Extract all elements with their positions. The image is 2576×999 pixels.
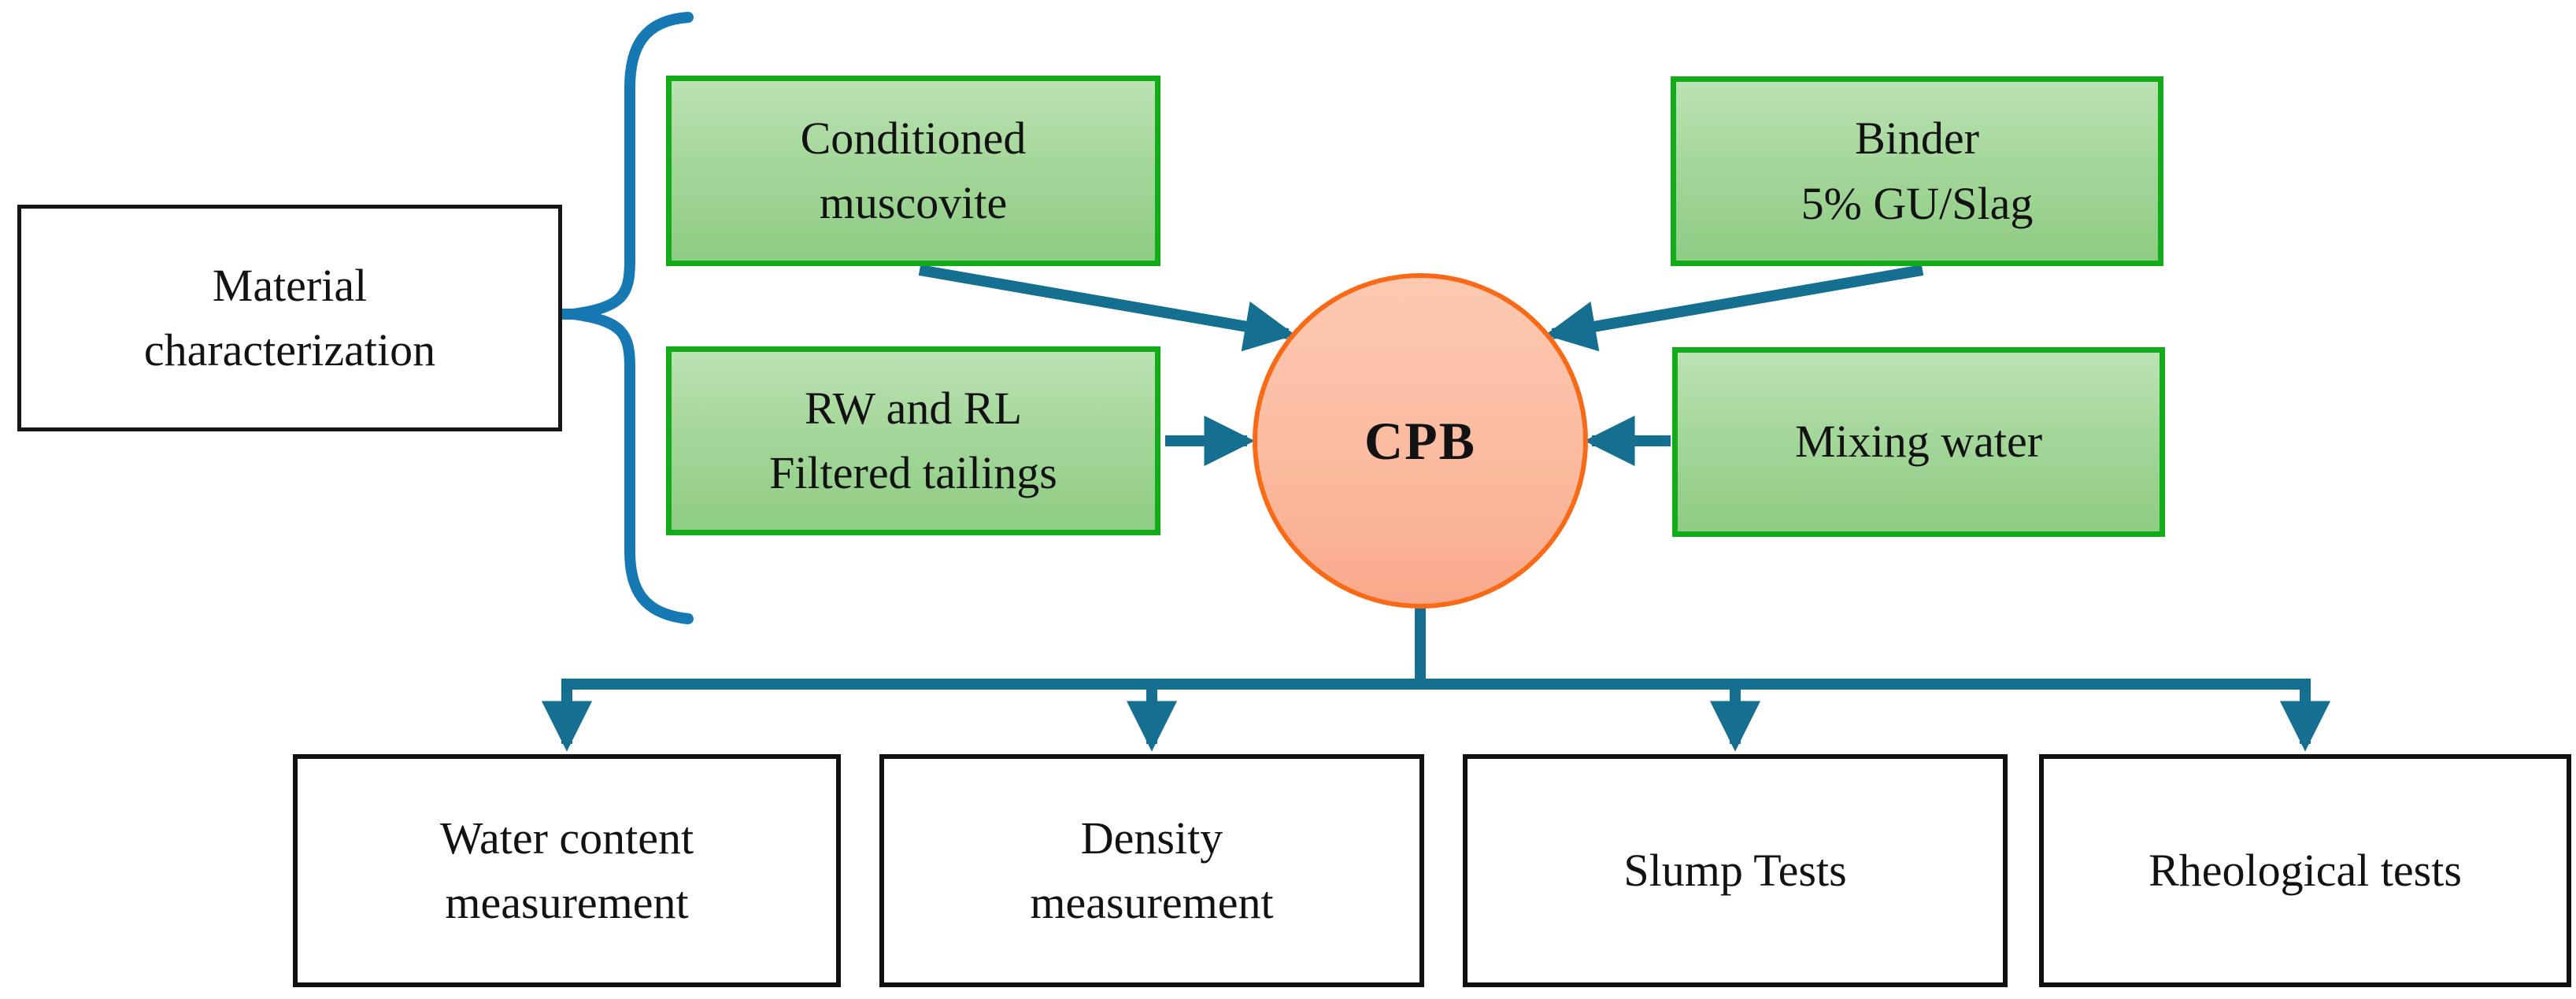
node-mixing-water: Mixing water bbox=[1672, 347, 2165, 537]
node-water-content-measurement: Water content measurement bbox=[293, 754, 841, 987]
arrow-conditioned-muscovite-to-cpb bbox=[918, 265, 1296, 352]
node-density-measurement: Density measurement bbox=[879, 754, 1424, 987]
node-cpb: CPB bbox=[1253, 273, 1588, 609]
node-material-characterization: Material characterization bbox=[17, 205, 562, 431]
node-label: Conditioned muscovite bbox=[800, 112, 1027, 228]
node-rw-rl-filtered-tailings: RW and RL Filtered tailings bbox=[666, 346, 1160, 535]
node-label: Material characterization bbox=[143, 259, 436, 376]
node-label: RW and RL Filtered tailings bbox=[769, 382, 1057, 498]
node-label: Mixing water bbox=[1794, 416, 2043, 468]
node-label: Rheological tests bbox=[2149, 844, 2462, 896]
node-binder: Binder 5% GU/Slag bbox=[1671, 76, 2163, 266]
node-label: CPB bbox=[1364, 410, 1476, 471]
node-label: Slump Tests bbox=[1623, 844, 1847, 896]
node-slump-tests: Slump Tests bbox=[1463, 754, 2008, 987]
node-label: Water content measurement bbox=[439, 812, 694, 928]
node-rheological-tests: Rheological tests bbox=[2039, 754, 2571, 987]
arrow-binder-to-cpb bbox=[1545, 265, 1924, 352]
node-conditioned-muscovite: Conditioned muscovite bbox=[666, 76, 1160, 266]
node-label: Binder 5% GU/Slag bbox=[1801, 113, 2034, 229]
node-label: Density measurement bbox=[1030, 812, 1274, 928]
